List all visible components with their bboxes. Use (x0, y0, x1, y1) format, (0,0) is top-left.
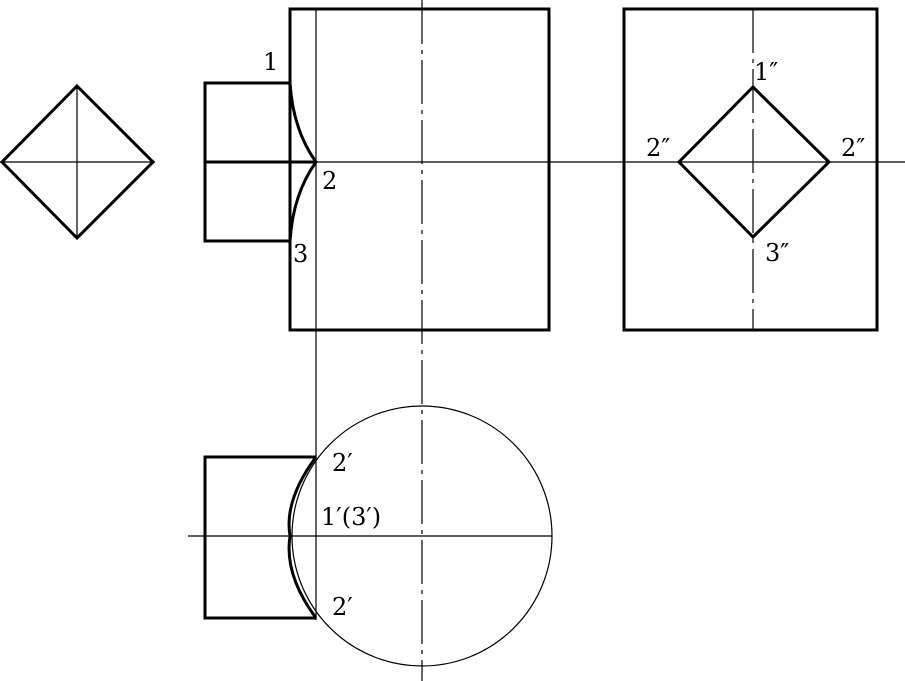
label-side-point-1: 1″ (754, 58, 778, 86)
prism-end-view (0, 83, 156, 241)
front-intersection-curve (288, 82, 318, 242)
label-side-point-2-left: 2″ (646, 134, 670, 162)
label-front-point-2: 2 (322, 167, 337, 195)
label-top-point-2-lower: 2′ (332, 593, 353, 621)
prism-top-outline (203, 455, 316, 620)
side-view-diamond (676, 84, 832, 240)
label-front-point-3: 3 (293, 240, 308, 268)
label-front-point-1: 1 (263, 48, 278, 76)
label-side-point-3: 3″ (765, 239, 789, 267)
label-top-point-1-3: 1′(3′) (321, 503, 381, 531)
side-view (622, 7, 879, 332)
prism-end-view-diamond (0, 83, 156, 241)
front-view (203, 7, 551, 620)
top-intersection-curve (287, 456, 318, 619)
label-top-point-2-upper: 2′ (332, 449, 353, 477)
cylinder-side-outline (622, 7, 879, 332)
top-view (188, 405, 553, 667)
label-side-point-2-right: 2″ (841, 134, 865, 162)
cylinder-front-outline (288, 7, 551, 332)
